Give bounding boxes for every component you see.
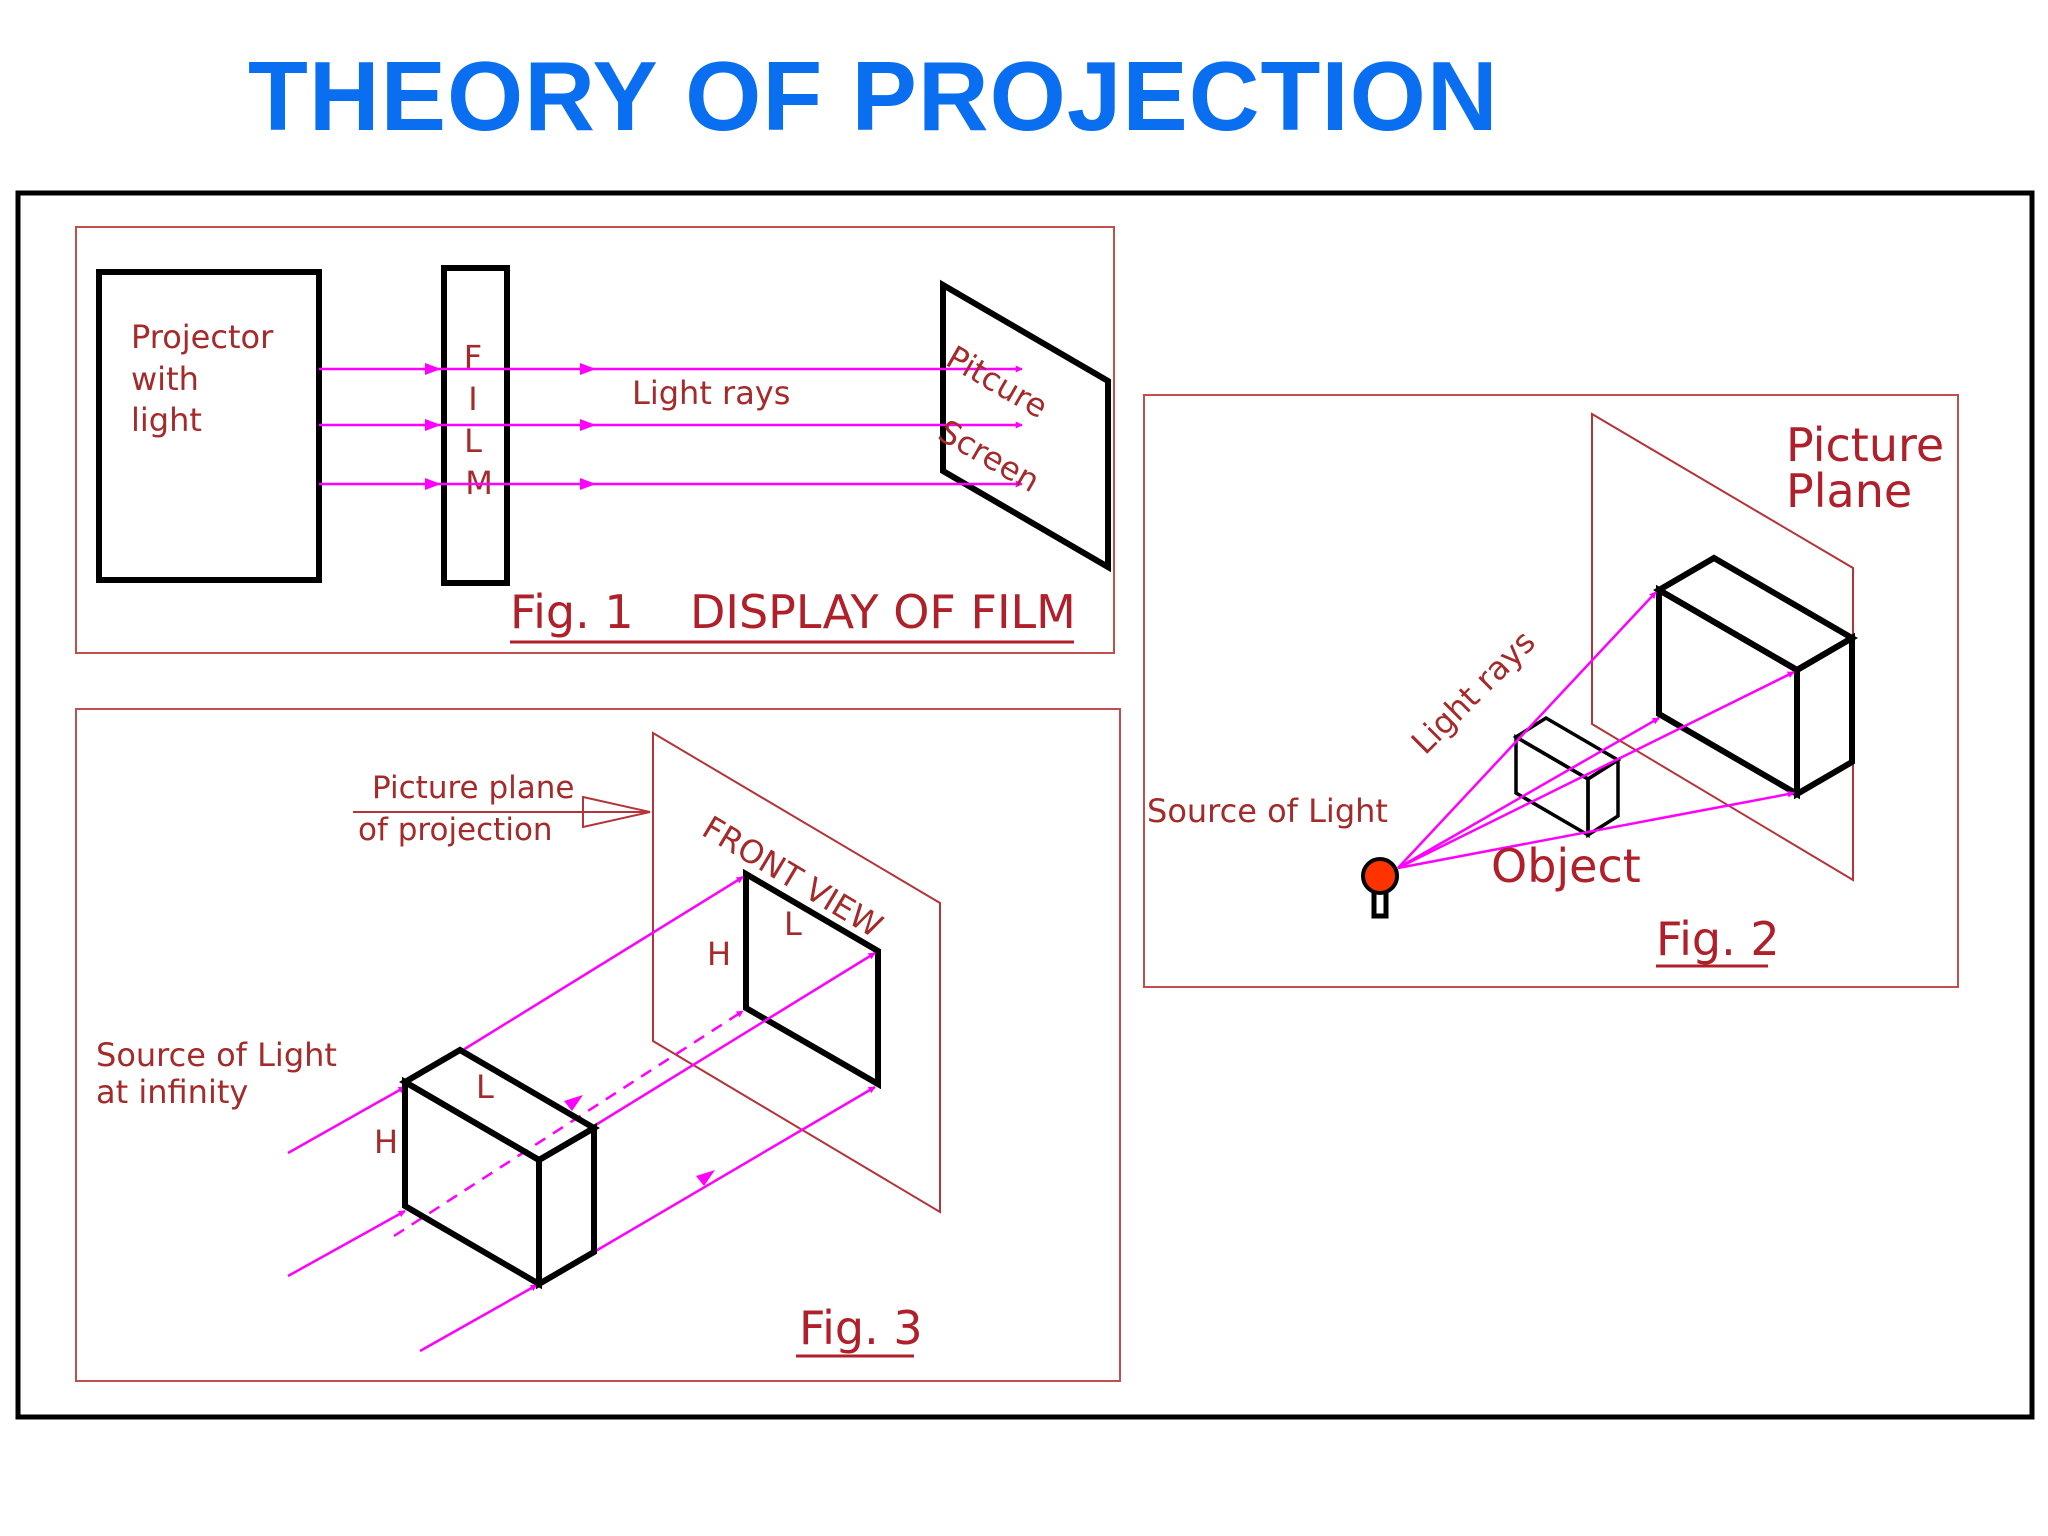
fig3-ray-hidden — [393, 1009, 744, 1238]
fig3-picture-plane — [652, 731, 941, 1214]
fig2-ray-4 — [1397, 790, 1795, 870]
object-l-label: L — [476, 1068, 494, 1106]
projector-label-line-3: light — [131, 401, 202, 439]
fig3-plane-label-line-1: Picture plane — [372, 770, 574, 806]
fig3-panel: Picture plane of projection FRONT VIEW H… — [75, 708, 1121, 1382]
object-h-label: H — [374, 1123, 398, 1161]
projector-label-line-1: Projector — [131, 318, 274, 356]
fig2-border — [1143, 394, 1959, 988]
outer-frame — [15, 190, 2035, 1420]
fig3-object-box — [399, 1046, 600, 1290]
fig2-panel: Picture Plane Light rays Source of Light… — [1143, 394, 1959, 988]
fig2-caption: Fig. 2 — [1656, 912, 1780, 966]
front-view-l-label: L — [784, 905, 802, 943]
film-letter-i: I — [468, 380, 477, 418]
fig3-ray-midarrows — [564, 1095, 715, 1186]
fig3-caption: Fig. 3 — [799, 1301, 923, 1355]
fig1-caption-number: Fig. 1 — [510, 585, 634, 639]
fig3-ray-2 — [287, 1209, 406, 1278]
film-letter-f: F — [464, 338, 482, 376]
projector-label-line-2: with — [131, 360, 199, 398]
fig2-projected-box — [1653, 554, 1858, 800]
fig2-source-label: Source of Light — [1147, 792, 1388, 830]
page-title: THEORY OF PROJECTION — [248, 41, 1499, 151]
fig2-picture-plane — [1591, 412, 1854, 882]
fig1-panel: Projector with light F I L M Light rays … — [75, 226, 1115, 654]
fig2-ray-3 — [1397, 716, 1660, 870]
fig3-plane-label-line-2: of projection — [358, 812, 553, 848]
fig3-ray-6 — [593, 1085, 876, 1254]
fig3-source-label-line-1: Source of Light — [96, 1036, 337, 1074]
fig1-caption-title: DISPLAY OF FILM — [690, 585, 1076, 639]
fig3-ray-1 — [287, 1085, 406, 1155]
fig2-plane-label-line-2: Plane — [1786, 464, 1912, 518]
object-label: Object — [1491, 839, 1641, 893]
fig1-rays-label: Light rays — [632, 374, 790, 412]
front-view-h-label: H — [707, 935, 731, 973]
fig2-ray-2 — [1397, 670, 1795, 870]
fig3-plane-leader-arrowhead — [582, 795, 651, 829]
picture-screen — [940, 279, 1111, 573]
fig3-ray-4 — [462, 875, 744, 1052]
fig2-ray-1 — [1397, 591, 1657, 869]
front-view-rectangle — [743, 868, 881, 1090]
fig3-ray-5 — [593, 951, 876, 1128]
light-source-icon — [1361, 857, 1399, 919]
fig3-source-label-line-2: at infinity — [96, 1073, 248, 1111]
fig3-ray-3 — [419, 1283, 538, 1353]
fig3-border — [75, 708, 1121, 1382]
film-letter-l: L — [464, 422, 482, 460]
fig2-plane-label-line-1: Picture — [1786, 418, 1944, 472]
